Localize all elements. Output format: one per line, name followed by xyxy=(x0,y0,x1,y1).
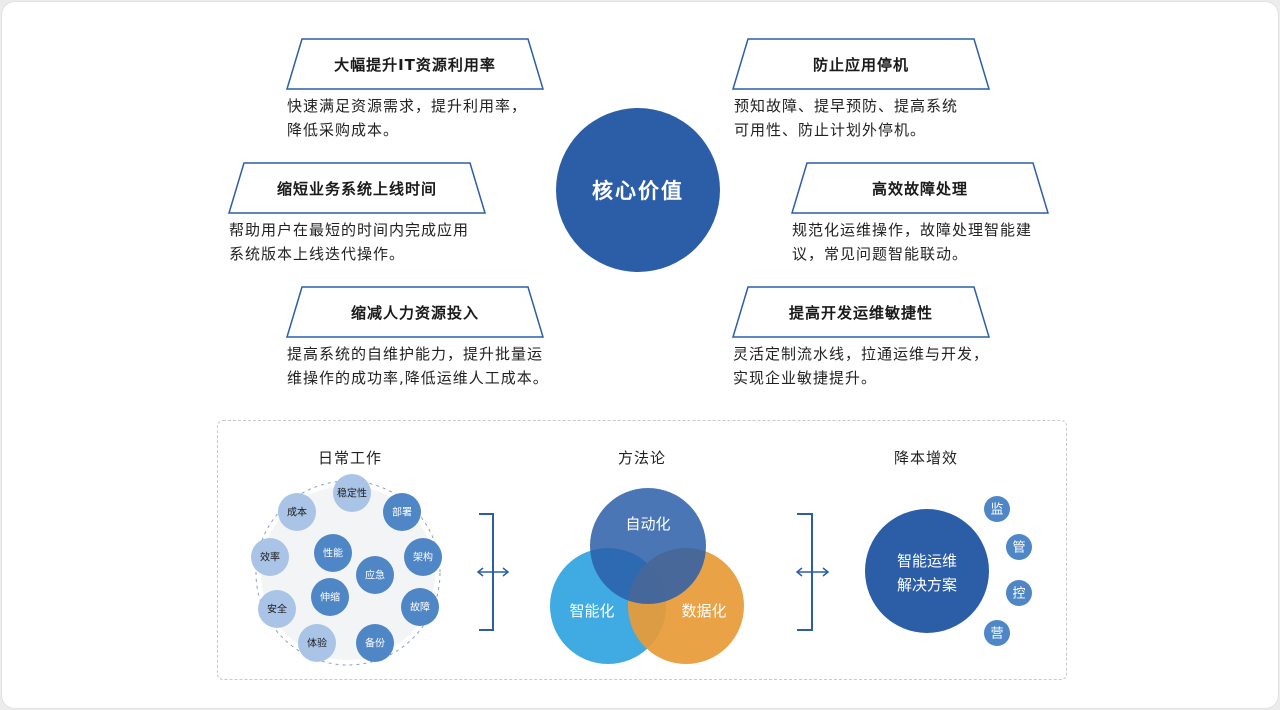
daily-work-node-circle xyxy=(251,538,289,576)
venn-label-automation: 自动化 xyxy=(625,515,670,533)
satellite-node-circle xyxy=(984,496,1010,522)
solution-circle xyxy=(865,509,989,633)
daily-work-node: 效率 xyxy=(251,538,289,576)
desc-fault-handling: 规范化运维操作，故障处理智能建 议，常见问题智能联动。 xyxy=(792,218,1082,266)
satellite-node: 控 xyxy=(1006,580,1032,606)
banner-devops-agility: 提高开发运维敏捷性 xyxy=(732,286,990,338)
desc-line: 帮助用户在最短的时间内完成应用 xyxy=(229,221,470,239)
desc-line: 灵活定制流水线，拉通运维与开发， xyxy=(733,345,990,363)
daily-work-node-circle xyxy=(258,590,296,628)
banner-it-resource: 大幅提升IT资源利用率 xyxy=(286,38,544,90)
desc-prevent-downtime: 预知故障、提早预防、提高系统 可用性、防止计划外停机。 xyxy=(734,94,1024,142)
daily-work-node-circle xyxy=(356,624,394,662)
daily-work-node-label: 成本 xyxy=(287,506,307,519)
daily-work-node-circle xyxy=(383,493,421,531)
bracket-right xyxy=(795,513,830,631)
banner-launch-time: 缩短业务系统上线时间 xyxy=(228,162,486,214)
daily-work-node: 架构 xyxy=(404,538,442,576)
daily-work-node-label: 体验 xyxy=(307,637,327,650)
daily-work-node-label: 效率 xyxy=(260,551,280,564)
banner-title: 高效故障处理 xyxy=(871,179,968,198)
banner-title: 提高开发运维敏捷性 xyxy=(788,303,933,322)
satellite-node-label: 管 xyxy=(1012,541,1025,556)
daily-work-node-label: 安全 xyxy=(267,603,287,616)
daily-work-node-label: 架构 xyxy=(413,551,433,564)
daily-work-inner-node-circle xyxy=(356,556,394,594)
daily-work-node-circle xyxy=(298,624,336,662)
daily-work-inner-node: 性能 xyxy=(314,534,352,572)
daily-work-inner-node: 应急 xyxy=(356,556,394,594)
venn-circle-automation xyxy=(590,488,706,604)
daily-work-inner-node: 伸缩 xyxy=(311,578,349,616)
daily-work-title: 日常工作 xyxy=(317,449,382,467)
desc-line: 提高系统的自维护能力，提升批量运 xyxy=(287,345,544,363)
banner-title: 缩短业务系统上线时间 xyxy=(276,179,437,198)
desc-line: 规范化运维操作，故障处理智能建 xyxy=(792,221,1033,239)
daily-work-node: 部署 xyxy=(383,493,421,531)
desc-line: 降低采购成本。 xyxy=(287,121,400,139)
banner-title: 大幅提升IT资源利用率 xyxy=(334,55,496,74)
solution-label-line1: 智能运维 xyxy=(897,552,957,570)
daily-work-node-circle xyxy=(401,588,439,626)
daily-work-node: 故障 xyxy=(401,588,439,626)
satellite-node: 营 xyxy=(984,620,1010,646)
daily-work-node: 成本 xyxy=(278,493,316,531)
daily-work-node: 安全 xyxy=(258,590,296,628)
desc-line: 快速满足资源需求，提升利用率， xyxy=(287,97,528,115)
daily-work-node-label: 故障 xyxy=(410,601,430,614)
daily-work-inner-node-label: 伸缩 xyxy=(320,591,340,604)
daily-work-inner-node-circle xyxy=(314,534,352,572)
cost-reduction-title: 降本增效 xyxy=(893,449,958,467)
daily-work-node: 体验 xyxy=(298,624,336,662)
banner-title: 缩减人力资源投入 xyxy=(350,303,479,322)
banner-prevent-downtime: 防止应用停机 xyxy=(732,38,990,90)
satellite-node: 管 xyxy=(1006,534,1032,560)
cluster-background xyxy=(261,486,435,660)
satellite-node-circle xyxy=(1006,534,1032,560)
daily-work-node: 备份 xyxy=(356,624,394,662)
daily-work-inner-node-label: 性能 xyxy=(323,547,343,560)
desc-launch-time: 帮助用户在最短的时间内完成应用 系统版本上线迭代操作。 xyxy=(229,218,519,266)
satellite-node-label: 营 xyxy=(990,627,1003,642)
daily-work-node-circle xyxy=(278,493,316,531)
daily-work-inner-node-label: 应急 xyxy=(365,569,385,582)
banner-human-resource: 缩减人力资源投入 xyxy=(286,286,544,338)
satellite-node-label: 控 xyxy=(1012,587,1025,602)
daily-work-node-circle xyxy=(333,474,371,512)
satellite-node-circle xyxy=(984,620,1010,646)
solution-label-line2: 解决方案 xyxy=(897,576,957,594)
daily-work-node-label: 部署 xyxy=(392,506,412,519)
bottom-panel xyxy=(217,420,1067,680)
venn-label-data: 数据化 xyxy=(681,602,726,620)
methodology-venn: 自动化 智能化 数据化 xyxy=(550,488,744,664)
desc-line: 系统版本上线迭代操作。 xyxy=(229,245,406,263)
desc-line: 议，常见问题智能联动。 xyxy=(792,245,969,263)
venn-label-intelligent: 智能化 xyxy=(569,602,614,620)
methodology-title: 方法论 xyxy=(617,449,666,467)
cluster-dashed-ring xyxy=(255,480,441,666)
daily-work-node-label: 稳定性 xyxy=(337,487,367,500)
daily-work-node-label: 备份 xyxy=(365,637,385,650)
desc-human-resource: 提高系统的自维护能力，提升批量运 维操作的成功率,降低运维人工成本。 xyxy=(287,342,577,390)
daily-work-node: 稳定性 xyxy=(333,474,371,512)
daily-work-inner-node-circle xyxy=(311,578,349,616)
desc-it-resource: 快速满足资源需求，提升利用率， 降低采购成本。 xyxy=(287,94,577,142)
banner-fault-handling: 高效故障处理 xyxy=(791,162,1049,214)
satellite-node: 监 xyxy=(984,496,1010,522)
desc-line: 实现企业敏捷提升。 xyxy=(733,369,878,387)
satellite-node-circle xyxy=(1006,580,1032,606)
daily-work-node-circle xyxy=(404,538,442,576)
satellite-node-label: 监 xyxy=(990,503,1003,518)
desc-line: 维操作的成功率,降低运维人工成本。 xyxy=(287,369,549,387)
banner-title: 防止应用停机 xyxy=(812,55,909,74)
bracket-left xyxy=(476,513,510,631)
desc-devops-agility: 灵活定制流水线，拉通运维与开发， 实现企业敏捷提升。 xyxy=(733,342,1023,390)
core-value-circle: 核心价值 xyxy=(556,108,720,272)
desc-line: 可用性、防止计划外停机。 xyxy=(734,121,927,139)
desc-line: 预知故障、提早预防、提高系统 xyxy=(734,97,959,115)
